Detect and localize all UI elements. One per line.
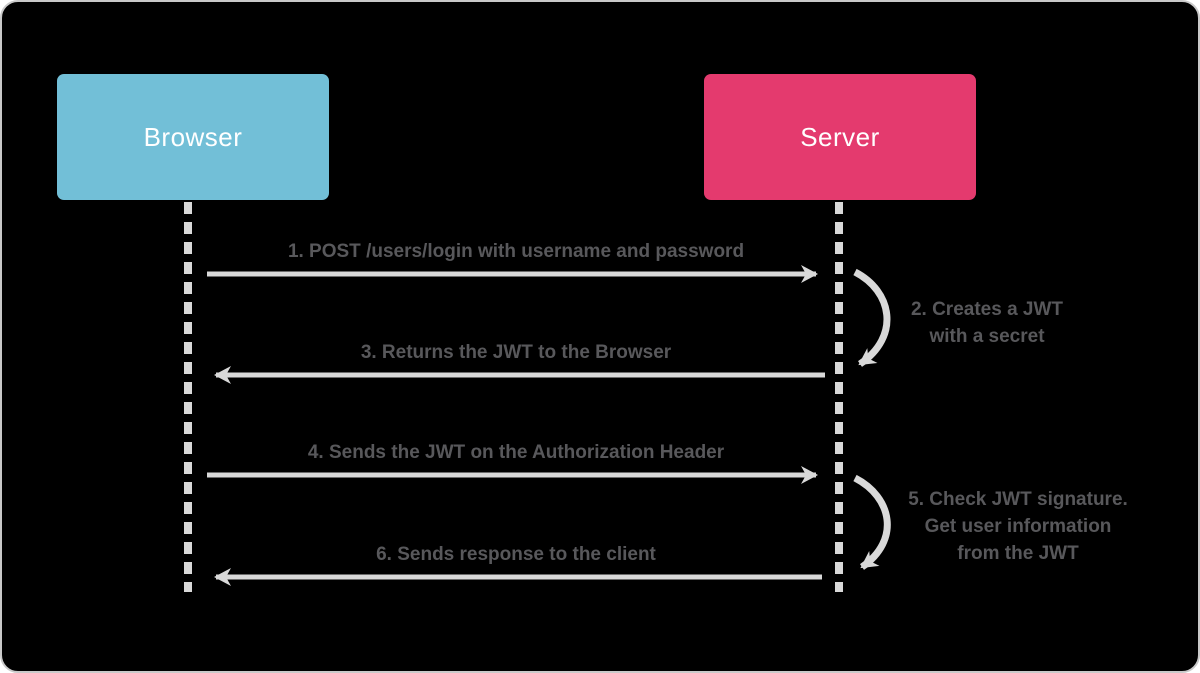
message-2-label: 2. Creates a JWT with a secret — [882, 296, 1092, 350]
server-actor-label: Server — [800, 121, 880, 152]
message-5-label: 5. Check JWT signature. Get user informa… — [887, 486, 1149, 567]
message-5-self-arrow — [853, 474, 891, 570]
message-5-label-line-3: from the JWT — [957, 543, 1079, 564]
server-lifeline — [835, 202, 843, 592]
message-3-label: 3. Returns the JWT to the Browser — [360, 342, 672, 363]
server-actor-box: Server — [704, 74, 976, 200]
message-1-label: 1. POST /users/login with username and p… — [287, 241, 745, 262]
message-2-label-line-1: 2. Creates a JWT — [910, 299, 1064, 320]
message-5-label-line-2: Get user information — [924, 516, 1112, 537]
browser-actor-label: Browser — [143, 121, 243, 152]
message-4-label: 4. Sends the JWT on the Authorization He… — [307, 442, 725, 463]
browser-lifeline — [184, 202, 192, 592]
message-6-label: 6. Sends response to the client — [376, 544, 656, 565]
message-2-label-line-2: with a secret — [929, 326, 1045, 347]
browser-actor-box: Browser — [57, 74, 329, 200]
message-5-label-line-1: 5. Check JWT signature. — [908, 489, 1128, 510]
